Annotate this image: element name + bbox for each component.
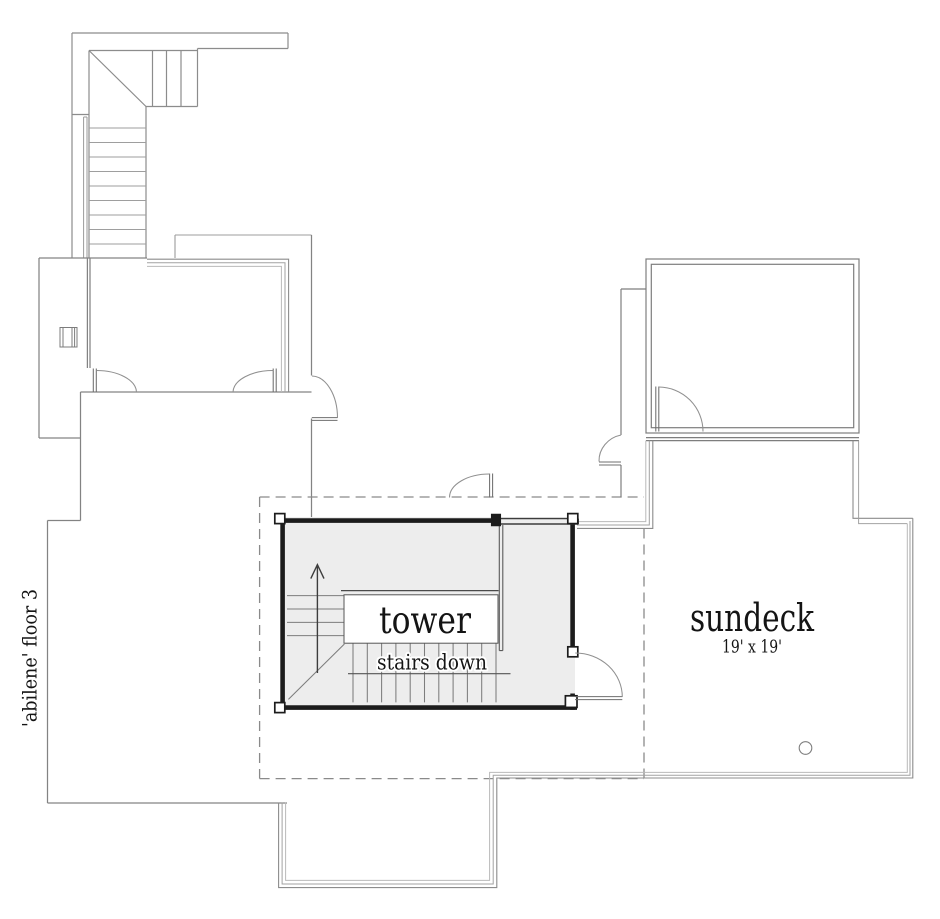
- room-wall-outer: [645, 258, 860, 434]
- notch-inner: [858, 440, 908, 525]
- sundeck-railings: [278, 440, 914, 889]
- west-railing-mid: [577, 440, 650, 526]
- right-wing-room: [620, 258, 860, 498]
- tower-left-treads: [287, 595, 344, 637]
- tower-vertical-treads: [352, 643, 497, 703]
- sundeck-label: sundeck: [690, 596, 815, 640]
- tower-room: [273, 512, 579, 714]
- door-hall-wall: [311, 375, 339, 421]
- left-wing-walls: [38, 257, 312, 804]
- room-wall-inner: [650, 263, 855, 429]
- door-symbols: [92, 368, 704, 701]
- notch-outer: [852, 440, 913, 519]
- door-upper-left-room-east: [232, 368, 277, 393]
- door-right-room: [655, 386, 704, 432]
- tower-label-box: [343, 594, 499, 644]
- balcony-railing-mid: [147, 262, 286, 392]
- balcony-outline: [174, 234, 312, 258]
- door-right-hall: [598, 434, 622, 466]
- dashed-roof-outline: [258, 496, 645, 780]
- stair-handrail: [83, 116, 88, 258]
- stairs-up-arrow-icon: [310, 562, 325, 673]
- tower-corner-posts: [273, 512, 579, 714]
- door-roof-access: [448, 473, 494, 498]
- hall-jog-wall: [620, 288, 646, 498]
- door-upper-left-room-west: [92, 368, 138, 393]
- stairs-down-label: stairs down: [377, 651, 487, 675]
- door-tower-to-sundeck: [575, 652, 623, 701]
- room-parapet: [646, 437, 859, 442]
- stair-upper-run: [146, 48, 199, 108]
- sundeck-dimensions: 19' x 19': [722, 637, 782, 658]
- tower-winder-diagonal: [288, 643, 345, 700]
- upper-left-stairwell: [71, 32, 289, 258]
- plan-title: 'abilene' floor 3: [18, 589, 42, 727]
- window-symbol: [59, 327, 78, 348]
- perimeter-railing-outer: [278, 518, 914, 889]
- balcony-railing-outer: [147, 258, 290, 392]
- stair-winder-diagonal: [88, 50, 147, 107]
- tower-divider-wall: [498, 525, 504, 652]
- stair-treads: [89, 127, 146, 245]
- upper-balcony: [147, 234, 313, 521]
- tower-label: tower: [379, 599, 471, 642]
- west-railing-inner: [577, 440, 647, 523]
- west-railing-outer: [577, 440, 654, 529]
- balcony-railing-inner: [147, 265, 282, 392]
- perimeter-railing-inner: [285, 523, 908, 881]
- perimeter-railing-mid: [281, 521, 911, 885]
- interior-wall: [86, 258, 91, 368]
- sundeck-circle-fixture: [798, 741, 813, 755]
